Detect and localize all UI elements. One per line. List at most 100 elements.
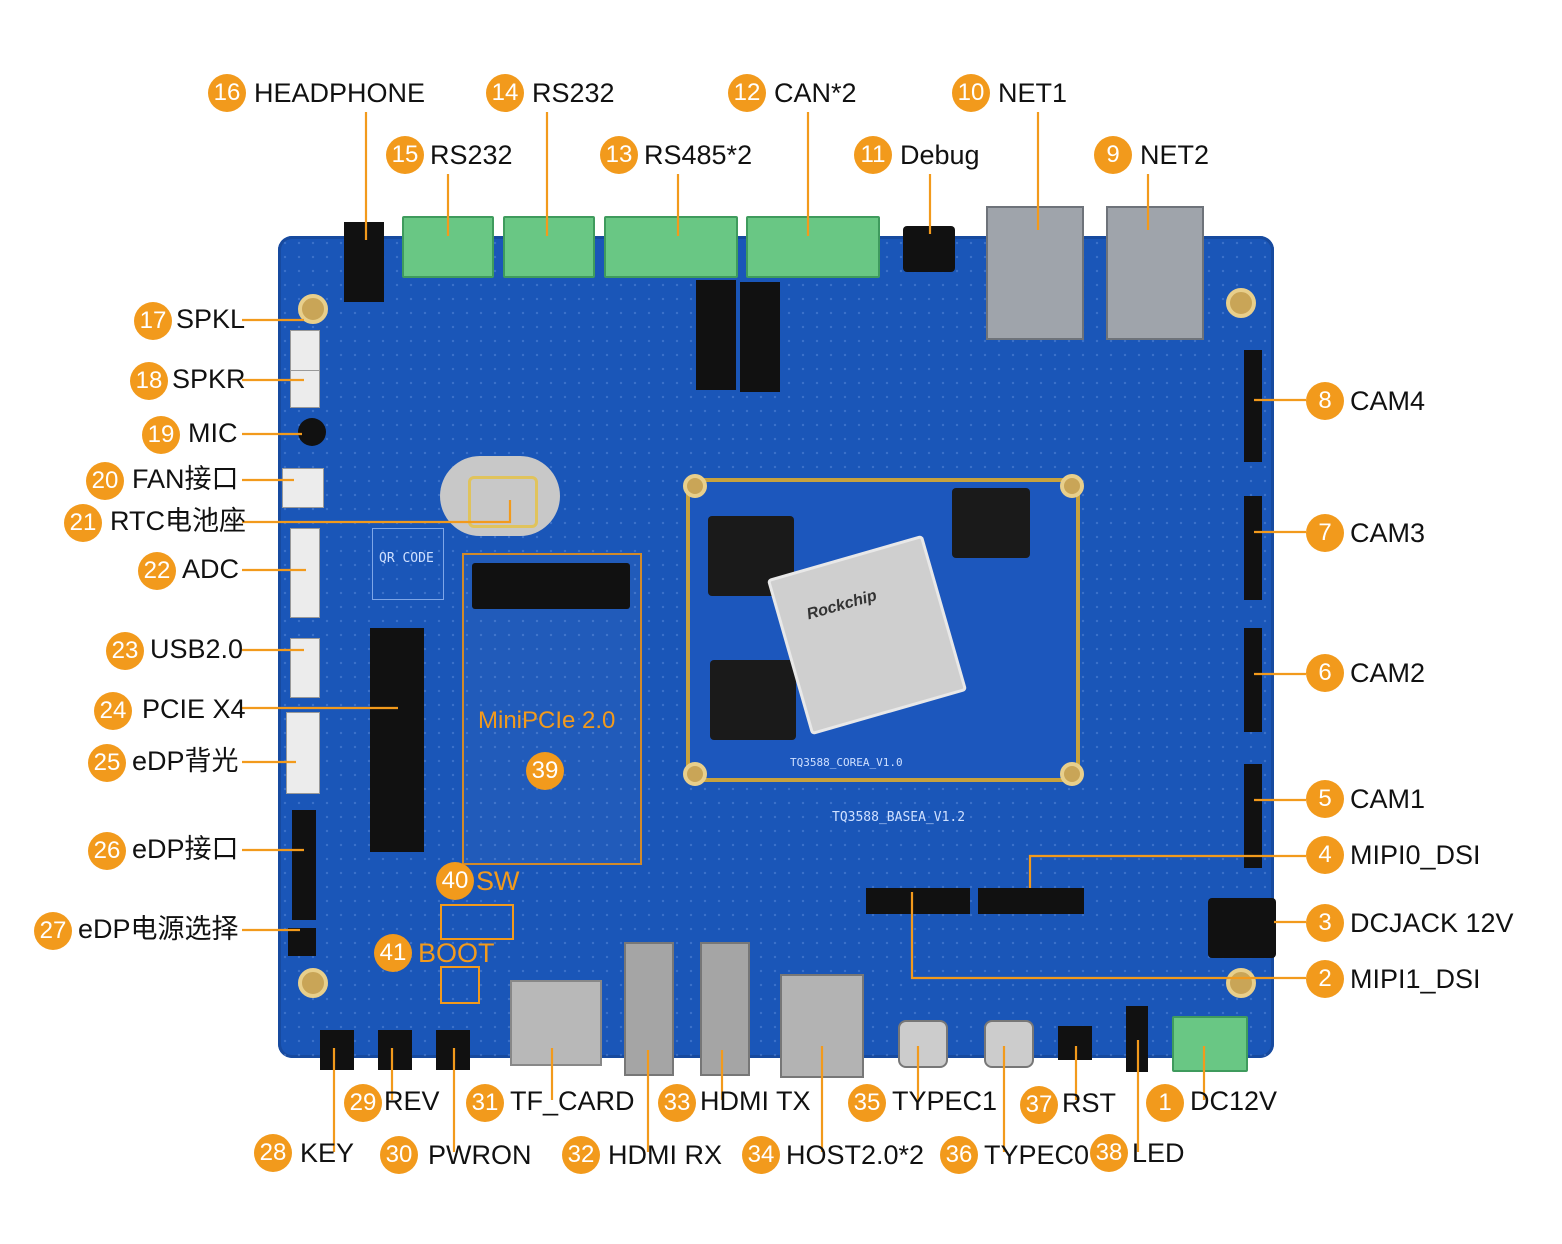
minipcie-connector xyxy=(472,563,630,609)
callout-25-number: 25 xyxy=(88,744,126,782)
callout-19-number: 19 xyxy=(142,416,180,454)
callout-16-label: HEADPHONE xyxy=(254,78,426,108)
callout-12-number: 12 xyxy=(728,74,766,112)
callout-5-number: 5 xyxy=(1306,780,1344,818)
callout-14-label: RS232 xyxy=(532,78,615,108)
callout-23-number: 23 xyxy=(106,632,144,670)
callout-40-label: SW xyxy=(476,866,520,896)
cam1-connector xyxy=(1244,764,1262,868)
callout-24-number: 24 xyxy=(94,692,132,730)
callout-29-label: REV xyxy=(384,1086,440,1116)
cam4-connector xyxy=(1244,350,1262,462)
callout-34-label: HOST2.0*2 xyxy=(786,1140,925,1170)
mipi1-dsi-connector xyxy=(866,888,970,914)
callout-15-label: RS232 xyxy=(430,140,513,170)
callout-6-number: 6 xyxy=(1306,654,1344,692)
headphone-jack xyxy=(344,222,384,302)
callout-15-number: 15 xyxy=(386,136,424,174)
callout-19-label: MIC xyxy=(188,418,238,448)
callout-30-label: PWRON xyxy=(428,1140,532,1170)
callout-37-number: 37 xyxy=(1020,1086,1058,1124)
callout-13-label: RS485*2 xyxy=(644,140,753,170)
callout-27-number: 27 xyxy=(34,912,72,950)
callout-10-number: 10 xyxy=(952,74,990,112)
callout-32-number: 32 xyxy=(562,1136,600,1174)
mount-hole xyxy=(1226,968,1256,998)
edp-header xyxy=(292,810,316,920)
dc12v-terminal xyxy=(1172,1016,1248,1072)
core-silk: TQ3588_COREA_V1.0 xyxy=(790,756,903,769)
callout-31-label: TF_CARD xyxy=(510,1086,635,1116)
minipcie-label: MiniPCIe 2.0 xyxy=(478,707,616,734)
leader-line xyxy=(242,500,512,524)
callout-25-label: eDP背光 xyxy=(132,746,239,776)
callout-18-label: SPKR xyxy=(172,364,246,394)
core-module: Rockchip TQ3588_COREA_V1.0 xyxy=(686,478,1080,782)
callout-17-label: SPKL xyxy=(176,304,246,334)
spkl-connector xyxy=(290,330,320,372)
callout-12-label: CAN*2 xyxy=(774,78,857,108)
callout-34-number: 34 xyxy=(742,1136,780,1174)
callout-14-number: 14 xyxy=(486,74,524,112)
callout-5-label: CAM1 xyxy=(1350,784,1426,814)
callout-33-number: 33 xyxy=(658,1084,696,1122)
callout-24-label: PCIE X4 xyxy=(142,694,246,724)
leader-line xyxy=(910,892,1306,980)
callout-6-label: CAM2 xyxy=(1350,658,1426,688)
spkr-connector xyxy=(290,370,320,408)
callout-41-number: 41 xyxy=(374,934,412,972)
edp-power-jumper xyxy=(288,928,316,956)
callout-21-label: RTC电池座 xyxy=(110,506,247,536)
hdmi-tx-port xyxy=(700,942,750,1076)
callout-2-number: 2 xyxy=(1306,960,1344,998)
callout-28-label: KEY xyxy=(300,1138,355,1168)
callout-3-label: DCJACK 12V xyxy=(1350,908,1514,938)
callout-1-label: DC12V xyxy=(1190,1086,1278,1116)
callout-27-label: eDP电源选择 xyxy=(78,914,239,944)
callout-18-number: 18 xyxy=(130,362,168,400)
mic-component xyxy=(298,418,326,446)
callout-9-label: NET2 xyxy=(1140,140,1210,170)
mount-hole xyxy=(1226,288,1256,318)
led-component xyxy=(1126,1006,1148,1072)
minipcie-slot: MiniPCIe 2.0 xyxy=(462,553,642,865)
callout-3-number: 3 xyxy=(1306,904,1344,942)
typec0-port xyxy=(984,1020,1034,1068)
callout-36-number: 36 xyxy=(940,1136,978,1174)
rs232-terminal-b xyxy=(503,216,595,278)
typec1-port xyxy=(898,1020,948,1068)
callout-23-label: USB2.0 xyxy=(150,634,244,664)
callout-17-number: 17 xyxy=(134,302,172,340)
rev-button xyxy=(378,1030,412,1070)
callout-9-number: 9 xyxy=(1094,136,1132,174)
callout-40-number: 40 xyxy=(436,862,474,900)
callout-35-number: 35 xyxy=(848,1084,886,1122)
mount-pad xyxy=(1060,474,1084,498)
qr-code-area: QR CODE xyxy=(372,528,444,600)
edp-backlight-connector xyxy=(286,712,320,794)
mipi0-dsi-connector xyxy=(978,888,1084,914)
mount-hole xyxy=(298,968,328,998)
callout-20-label: FAN接口 xyxy=(132,464,239,494)
usb2-connector xyxy=(290,638,320,698)
callout-11-label: Debug xyxy=(900,140,980,170)
callout-26-number: 26 xyxy=(88,832,126,870)
pcie-x4-slot xyxy=(370,628,424,852)
callout-30-number: 30 xyxy=(380,1136,418,1174)
qr-code-label: QR CODE xyxy=(379,551,434,566)
callout-11-number: 11 xyxy=(854,136,892,174)
rs485-terminal xyxy=(604,216,738,278)
memory-chip-b xyxy=(710,660,796,740)
base-silk: TQ3588_BASEA_V1.2 xyxy=(832,810,966,825)
boot-button-area xyxy=(440,966,480,1004)
callout-2-label: MIPI1_DSI xyxy=(1350,964,1481,994)
callout-28-number: 28 xyxy=(254,1134,292,1172)
callout-4-label: MIPI0_DSI xyxy=(1350,840,1481,870)
callout-1-number: 1 xyxy=(1146,1084,1184,1122)
callout-32-label: HDMI RX xyxy=(608,1140,722,1170)
callout-39-number: 39 xyxy=(526,752,564,790)
mount-pad xyxy=(1060,762,1084,786)
callout-8-label: CAM4 xyxy=(1350,386,1426,416)
